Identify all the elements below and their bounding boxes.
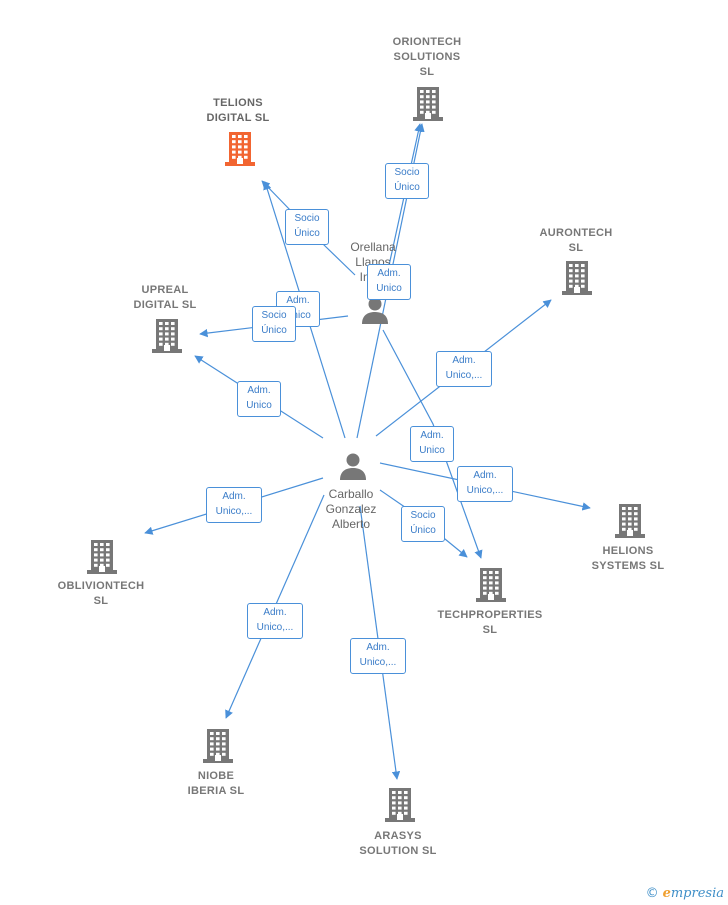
company-name-line: SL [482, 624, 498, 636]
edge-label-line: Unico [246, 400, 272, 411]
edge-label-line: Unico,... [359, 657, 397, 668]
brand-logo: ©empresia [646, 886, 724, 901]
company-name-line: SOLUTIONS [393, 51, 461, 63]
company-aurontech-building-icon[interactable] [562, 259, 592, 300]
edge-orellana-to-techproperties [382, 329, 483, 559]
company-techproperties-name[interactable]: TECHPROPERTIES SL [437, 608, 542, 638]
company-name-line: TELIONS [213, 97, 263, 109]
company-upreal-name[interactable]: UPREAL DIGITAL SL [133, 283, 196, 313]
person-carballo-icon[interactable] [338, 451, 368, 486]
edge-label-line: Adm. [420, 430, 444, 441]
company-name-line: SL [568, 242, 584, 254]
company-name-line: IBERIA SL [187, 785, 245, 797]
edge-label-line: Socio [410, 510, 436, 521]
company-name-line: TECHPROPERTIES [437, 609, 543, 621]
edge-label-line: Unico,... [445, 370, 483, 381]
edge-label-line: Socio [261, 310, 287, 321]
person-name-line: Gonzalez [325, 502, 377, 516]
edge-label-line: Adm. [473, 470, 497, 481]
company-telions-name[interactable]: TELIONS DIGITAL SL [206, 96, 269, 126]
edge-label-carballo-to-obliviontech[interactable]: Adm. Unico,... [206, 487, 262, 523]
edge-orellana-to-telions [261, 180, 356, 276]
company-niobe-building-icon[interactable] [203, 727, 233, 768]
edge-label-line: Unico [419, 445, 445, 456]
person-name-line: Alberto [331, 517, 371, 531]
company-obliviontech-name[interactable]: OBLIVIONTECH SL [58, 579, 145, 609]
company-name-line: DIGITAL SL [133, 299, 197, 311]
edge-label-carballo-to-niobe[interactable]: Adm. Unico,... [247, 603, 303, 639]
company-name-line: NIOBE [197, 770, 235, 782]
edge-label-carballo-to-aurontech[interactable]: Adm. Unico,... [436, 351, 492, 387]
edge-label-line: Unico [285, 310, 311, 321]
person-name-line: Orellana [350, 240, 396, 254]
edge-label-line: Unico,... [215, 506, 253, 517]
company-helions-name[interactable]: HELIONS SYSTEMS SL [592, 544, 665, 574]
company-name-line: ARASYS [374, 830, 422, 842]
edge-label-line: Unico [376, 283, 402, 294]
company-name-line: UPREAL [141, 284, 189, 296]
edge-label-line: Socio [294, 213, 320, 224]
brand-name: mpresia [670, 886, 724, 901]
edge-label-line: Adm. [366, 642, 390, 653]
company-name-line: OBLIVIONTECH [57, 580, 145, 592]
person-name-line: Carballo [328, 487, 374, 501]
company-telions-building-icon[interactable] [225, 130, 255, 171]
company-name-line: SOLUTION SL [359, 845, 437, 857]
edge-label-line: Adm. [247, 385, 271, 396]
edge-label-orellana-to-techproperties[interactable]: Adm. Unico [410, 426, 454, 462]
company-name-line: SL [419, 66, 435, 78]
edge-label-line: Adm. [222, 491, 246, 502]
company-name-line: DIGITAL SL [206, 112, 270, 124]
edge-label-line: Socio [394, 167, 420, 178]
company-niobe-name[interactable]: NIOBE IBERIA SL [188, 769, 245, 799]
edge-label-line: Único [294, 228, 320, 239]
edge-label-line: Unico,... [466, 485, 504, 496]
company-techproperties-building-icon[interactable] [476, 566, 506, 607]
company-aurontech-name[interactable]: AURONTECH SL [540, 226, 613, 256]
company-name-line: ORIONTECH [392, 36, 462, 48]
edge-label-carballo-to-helions[interactable]: Adm. Unico,... [457, 466, 513, 502]
company-oriontech-building-icon[interactable] [413, 85, 443, 126]
company-helions-building-icon[interactable] [615, 502, 645, 543]
company-name-line: AURONTECH [539, 227, 613, 239]
edge-label-line: Único [394, 182, 420, 193]
edge-label-line: Adm. [286, 295, 310, 306]
edge-label-carballo-to-oriontech[interactable]: Adm. Unico [367, 264, 411, 300]
company-name-line: SL [93, 595, 109, 607]
edge-label-carballo-to-arasys[interactable]: Adm. Unico,... [350, 638, 406, 674]
person-orellana-icon[interactable] [360, 295, 390, 330]
copyright-symbol: © [645, 886, 659, 901]
edge-label-line: Adm. [263, 607, 287, 618]
edge-label-carballo-to-upreal[interactable]: Adm. Unico [237, 381, 281, 417]
company-oriontech-name[interactable]: ORIONTECH SOLUTIONS SL [393, 35, 462, 80]
edge-label-line: Único [261, 325, 287, 336]
edge-label-line: Unico,... [256, 622, 294, 633]
edge-label-line: Adm. [452, 355, 476, 366]
edge-label-line: Único [410, 525, 436, 536]
company-name-line: HELIONS [602, 545, 654, 557]
company-arasys-building-icon[interactable] [385, 786, 415, 827]
company-obliviontech-building-icon[interactable] [87, 538, 117, 579]
edge-label-line: Adm. [377, 268, 401, 279]
company-name-line: SYSTEMS SL [591, 560, 665, 572]
company-upreal-building-icon[interactable] [152, 317, 182, 358]
brand-initial: e [662, 886, 671, 901]
company-arasys-name[interactable]: ARASYS SOLUTION SL [359, 829, 436, 859]
